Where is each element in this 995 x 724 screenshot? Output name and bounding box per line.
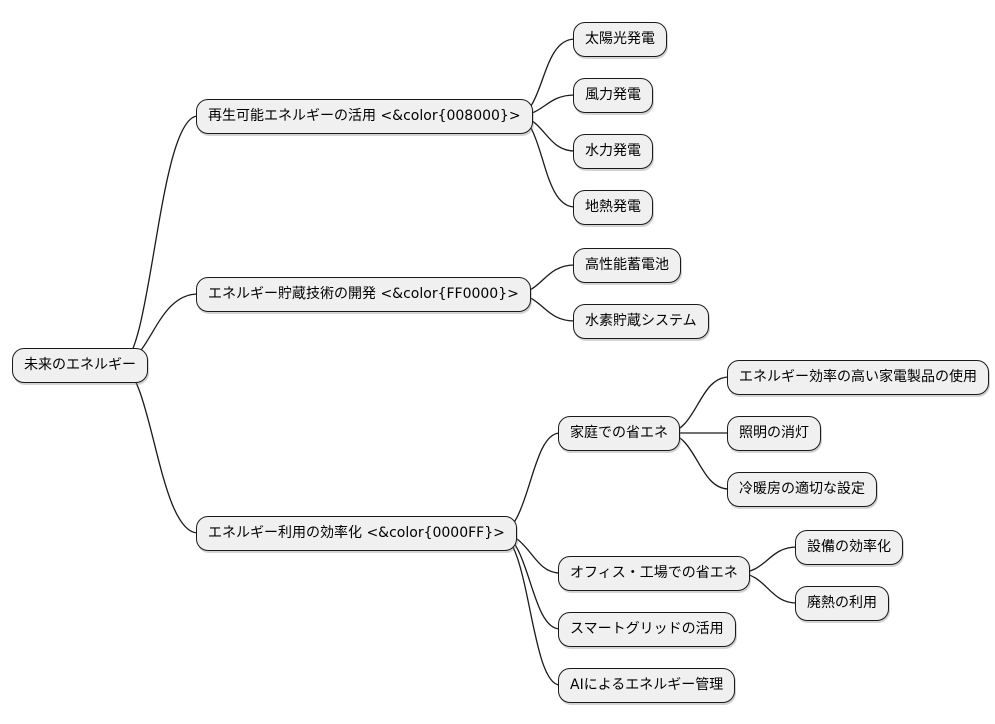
node-waste-heat-use: 廃熱の利用 [795,586,889,621]
node-home-energy-saving: 家庭での省エネ [558,416,680,451]
node-hydro-power: 水力発電 [573,134,653,169]
node-hydrogen-storage: 水素貯蔵システム [573,304,709,339]
node-high-performance-battery: 高性能蓄電池 [573,248,681,283]
node-hvac-settings: 冷暖房の適切な設定 [727,472,877,507]
node-equipment-efficiency: 設備の効率化 [795,530,903,565]
node-energy-storage: エネルギー貯蔵技術の開発 <&color{FF0000}> [196,277,531,312]
node-turn-off-lights: 照明の消灯 [727,416,821,451]
node-efficient-appliances: エネルギー効率の高い家電製品の使用 [727,360,989,395]
node-smart-grid: スマートグリッドの活用 [558,612,736,647]
connector-root-branch3 [119,364,199,534]
node-ai-energy-management: AIによるエネルギー管理 [558,668,736,703]
node-renewable-energy: 再生可能エネルギーの活用 <&color{008000}> [196,99,533,134]
connector-root-branch1 [119,115,199,366]
connector-branch3-ai [497,532,561,686]
node-wind-power: 風力発電 [573,78,653,113]
node-root-future-energy: 未来のエネルギー [12,348,148,383]
node-geothermal-power: 地熱発電 [573,190,653,225]
node-solar-power: 太陽光発電 [573,22,667,57]
node-energy-efficiency: エネルギー利用の効率化 <&color{0000FF}> [196,516,517,551]
node-office-factory-saving: オフィス・工場での省エネ [558,556,750,591]
